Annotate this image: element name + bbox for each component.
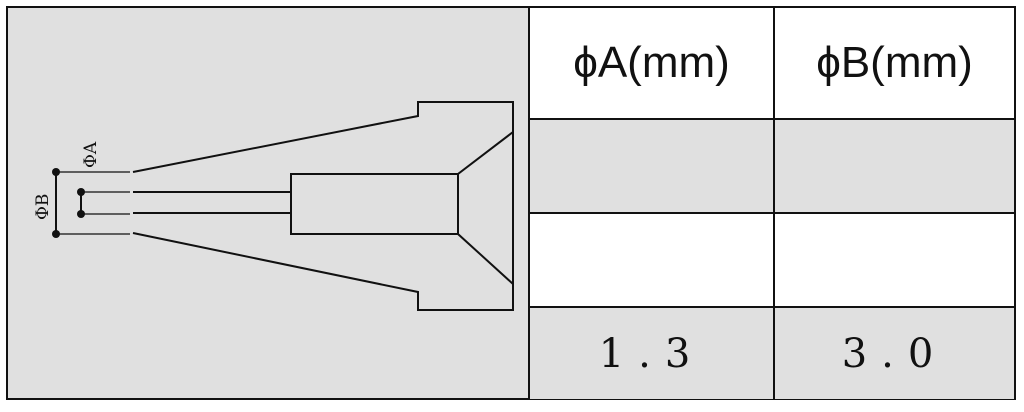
table-cell	[773, 118, 1014, 214]
nozzle-drawing: ΦA ΦB	[33, 101, 514, 311]
nozzle-drawing-panel: ΦA ΦB	[8, 8, 530, 398]
value-phi-a: 1.3	[530, 306, 775, 399]
header-phi-a: ϕA(mm)	[530, 8, 775, 120]
table-header-row: ϕA(mm) ϕB(mm)	[530, 8, 1014, 120]
nozzle-outline	[132, 101, 514, 311]
table-cell	[773, 212, 1014, 308]
dimension-table: ϕA(mm) ϕB(mm) 1.3 3.0	[530, 8, 1014, 399]
phi-a-label: ΦA	[81, 141, 101, 168]
nozzle-inner-chamber	[290, 173, 459, 235]
nozzle-inner-taper	[457, 131, 514, 285]
spec-figure: ΦA ΦB ϕA(mm) ϕB(mm) 1.3 3.0	[6, 6, 1016, 400]
table-row: 1.3 3.0	[530, 306, 1014, 399]
table-cell	[530, 212, 775, 308]
table-cell	[530, 118, 775, 214]
header-phi-b: ϕB(mm)	[773, 8, 1014, 120]
table-row	[530, 212, 1014, 308]
value-phi-b: 3.0	[773, 306, 1014, 399]
phi-b-label: ΦB	[33, 194, 53, 220]
table-row	[530, 118, 1014, 214]
